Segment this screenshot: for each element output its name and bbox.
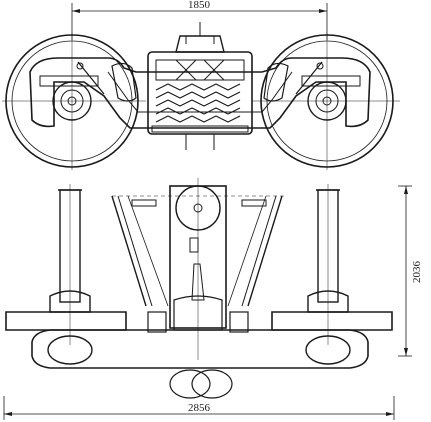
dimension-label-top: 1850 bbox=[188, 0, 211, 11]
left-axle-plan bbox=[49, 184, 91, 345]
dimension-right: 2036 bbox=[398, 185, 423, 357]
right-axle-plan bbox=[307, 184, 349, 345]
spring-coils bbox=[155, 83, 241, 123]
dimension-label-right: 2036 bbox=[411, 261, 423, 284]
center-bolster-plan bbox=[112, 178, 284, 360]
brake-rods-plan bbox=[111, 195, 283, 333]
plan-view: 2036 2856 bbox=[3, 178, 423, 420]
dimension-label-bottom: 2856 bbox=[188, 402, 211, 414]
dimension-bottom: 2856 bbox=[3, 396, 395, 420]
side-view: 1850 bbox=[2, 0, 400, 170]
side-frame-plan bbox=[5, 311, 393, 399]
spring-nest bbox=[147, 22, 253, 150]
left-wheel bbox=[2, 33, 146, 170]
brake-linkage-side bbox=[76, 61, 324, 95]
